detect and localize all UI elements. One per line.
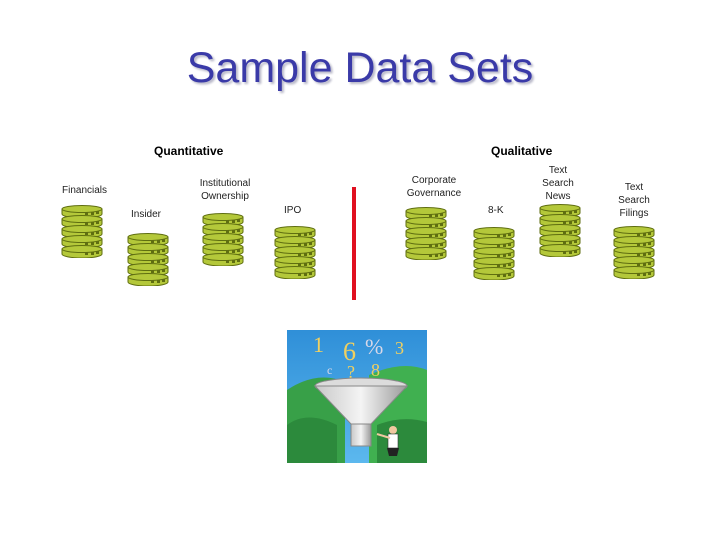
database-icon-8k xyxy=(473,227,515,280)
database-icon-text-search-news xyxy=(539,204,581,257)
group-divider xyxy=(352,187,356,300)
svg-text:1: 1 xyxy=(313,332,324,357)
funnel-clipart: 1 6 % 3 ? 8 c xyxy=(287,330,427,463)
database-disk xyxy=(202,253,244,266)
label-text-search-filings: Text Search Filings xyxy=(618,182,650,219)
svg-text:6: 6 xyxy=(343,337,356,366)
label-insider: Insider xyxy=(131,209,162,220)
label-text-search-news: Text Search News xyxy=(542,165,574,202)
database-disk xyxy=(61,245,103,258)
heading-quantitative: Quantitative xyxy=(154,144,224,158)
database-icon-ipo xyxy=(274,226,316,279)
database-icon-institutional-ownership xyxy=(202,213,244,266)
database-icon-insider xyxy=(127,233,169,286)
database-disk xyxy=(613,266,655,279)
database-disk xyxy=(539,244,581,257)
database-icon-text-search-filings xyxy=(613,226,655,279)
database-disk xyxy=(274,266,316,279)
label-financials: Financials xyxy=(62,185,108,196)
svg-text:3: 3 xyxy=(395,338,404,358)
slide-title: Sample Data Sets xyxy=(186,44,534,92)
svg-text:c: c xyxy=(327,363,332,377)
svg-text:8: 8 xyxy=(371,360,380,380)
label-ipo: IPO xyxy=(284,205,302,216)
database-disk xyxy=(127,273,169,286)
database-icon-corporate-governance xyxy=(405,207,447,260)
label-corporate-governance: Corporate Governance xyxy=(406,175,462,199)
database-disk xyxy=(405,247,447,260)
label-institutional-ownership: Institutional Ownership xyxy=(199,178,251,202)
database-disk xyxy=(473,267,515,280)
heading-qualitative: Qualitative xyxy=(491,144,553,158)
label-8k: 8-K xyxy=(488,205,504,216)
database-icon-financials xyxy=(61,205,103,258)
svg-text:?: ? xyxy=(347,362,355,382)
svg-text:%: % xyxy=(365,334,383,359)
